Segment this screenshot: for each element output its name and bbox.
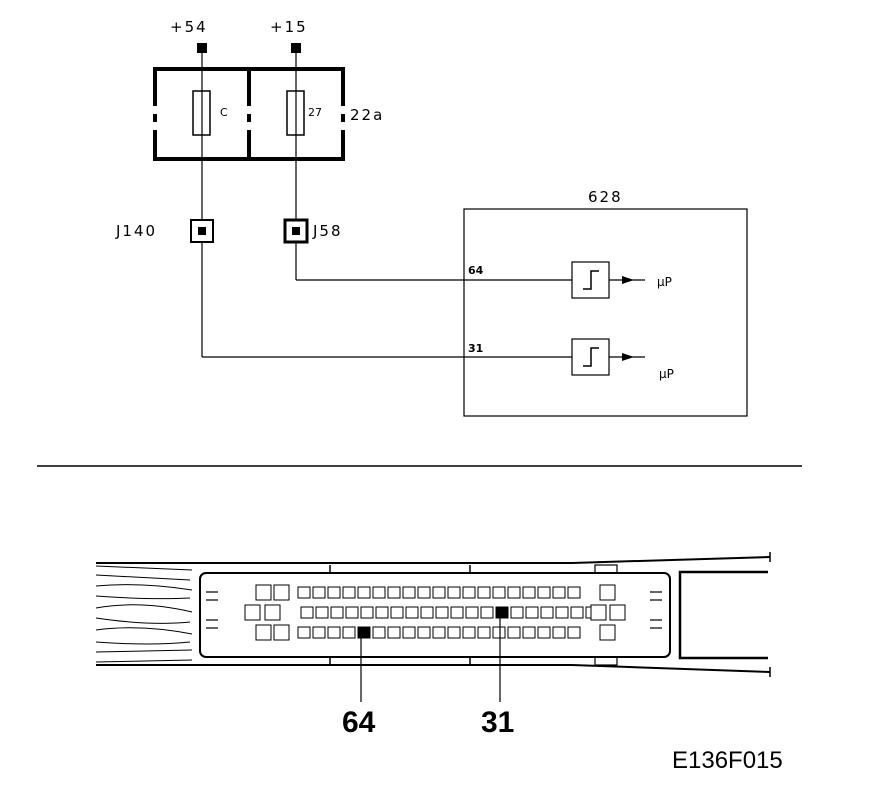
connector-pin <box>522 626 536 639</box>
connector-pin <box>357 586 371 599</box>
connector-pin-grid <box>244 584 626 641</box>
connector-pin <box>420 606 434 619</box>
fuse-box-label: 22a <box>350 106 384 124</box>
connector-pin <box>342 586 356 599</box>
connector-pin <box>465 606 479 619</box>
connector-pin <box>312 626 326 639</box>
connector-pin <box>567 586 581 599</box>
junction-j140-label: J140 <box>115 222 157 240</box>
connector-pin <box>552 586 566 599</box>
pin-64-label: 64 <box>468 264 484 277</box>
terminal-54-label: +54 <box>170 18 208 36</box>
connector-pin <box>462 626 476 639</box>
connector-pin <box>312 586 326 599</box>
junction-j58-label: J58 <box>312 222 343 240</box>
connector-pin-64-callout: 64 <box>342 706 376 739</box>
connector-pin <box>402 626 416 639</box>
connector-pin <box>375 606 389 619</box>
fuse-left-label: C <box>220 106 228 119</box>
connector-pin <box>552 626 566 639</box>
connector-pin-large <box>590 604 607 621</box>
connector-pin <box>357 626 371 639</box>
connector-pin <box>477 626 491 639</box>
connector-pin <box>510 606 524 619</box>
connector-pin <box>432 586 446 599</box>
connector-pin-large <box>599 584 616 601</box>
connector-pin <box>387 626 401 639</box>
connector-pin <box>537 586 551 599</box>
connector-pin <box>522 586 536 599</box>
wires <box>201 53 572 358</box>
fuse-right-label: 27 <box>308 106 322 119</box>
connector-pin <box>462 586 476 599</box>
schmitt-trigger-lower <box>571 338 610 376</box>
connector-pin-large <box>255 624 272 641</box>
connector-pin-large <box>264 604 281 621</box>
connector-pin <box>540 606 554 619</box>
connector-pin <box>417 626 431 639</box>
output-lower-label: µP <box>659 367 674 381</box>
connector-pin <box>447 626 461 639</box>
connector-pin <box>327 626 341 639</box>
connector-pin <box>492 586 506 599</box>
connector-pin <box>525 606 539 619</box>
connector-pin <box>402 586 416 599</box>
figure-code: E136F015 <box>672 747 783 774</box>
connector-housing <box>96 552 771 677</box>
connector-pin <box>480 606 494 619</box>
connector-pin <box>507 586 521 599</box>
connector-pin <box>342 626 356 639</box>
connector-pin <box>405 606 419 619</box>
connector-pin <box>330 606 344 619</box>
connector-pin-large <box>273 624 290 641</box>
connector-pin-31-callout: 31 <box>481 706 514 739</box>
terminal-54-node <box>197 43 207 53</box>
connector-pin-large <box>609 604 626 621</box>
pin-31-label: 31 <box>468 342 483 355</box>
connector-pin <box>432 626 446 639</box>
terminal-15-node <box>291 43 301 53</box>
connector-pin <box>417 586 431 599</box>
connector-pin-large <box>273 584 290 601</box>
connector-pin <box>567 626 581 639</box>
connector-pin <box>495 606 509 619</box>
connector-pin <box>300 606 314 619</box>
connector-pin <box>492 626 506 639</box>
terminal-15-label: +15 <box>270 18 308 36</box>
fuse-box <box>150 67 348 161</box>
arrow-upper <box>609 276 645 284</box>
connector-pin <box>327 586 341 599</box>
connector-pin <box>345 606 359 619</box>
connector-pin-large <box>599 624 616 641</box>
connector-pin <box>315 606 329 619</box>
connector-pin <box>390 606 404 619</box>
connector-pin <box>372 626 386 639</box>
arrow-lower <box>609 353 645 361</box>
connector-pin <box>372 586 386 599</box>
connector-pin <box>360 606 374 619</box>
connector-pin <box>435 606 449 619</box>
connector-pin <box>447 586 461 599</box>
connector-pin <box>537 626 551 639</box>
connector-pin <box>297 586 311 599</box>
output-upper-label: µP <box>657 275 672 289</box>
connector-pin <box>555 606 569 619</box>
control-unit-label: 628 <box>588 188 623 206</box>
connector-pin-large <box>255 584 272 601</box>
connector-pin <box>507 626 521 639</box>
connector-pin <box>450 606 464 619</box>
connector-pin <box>297 626 311 639</box>
connector-pin <box>387 586 401 599</box>
schmitt-trigger-upper <box>571 261 610 299</box>
control-unit-box <box>463 208 748 417</box>
connector-pin <box>570 606 584 619</box>
wire-bundle <box>95 565 193 663</box>
connector-pin <box>477 586 491 599</box>
connector-pin-large <box>244 604 261 621</box>
